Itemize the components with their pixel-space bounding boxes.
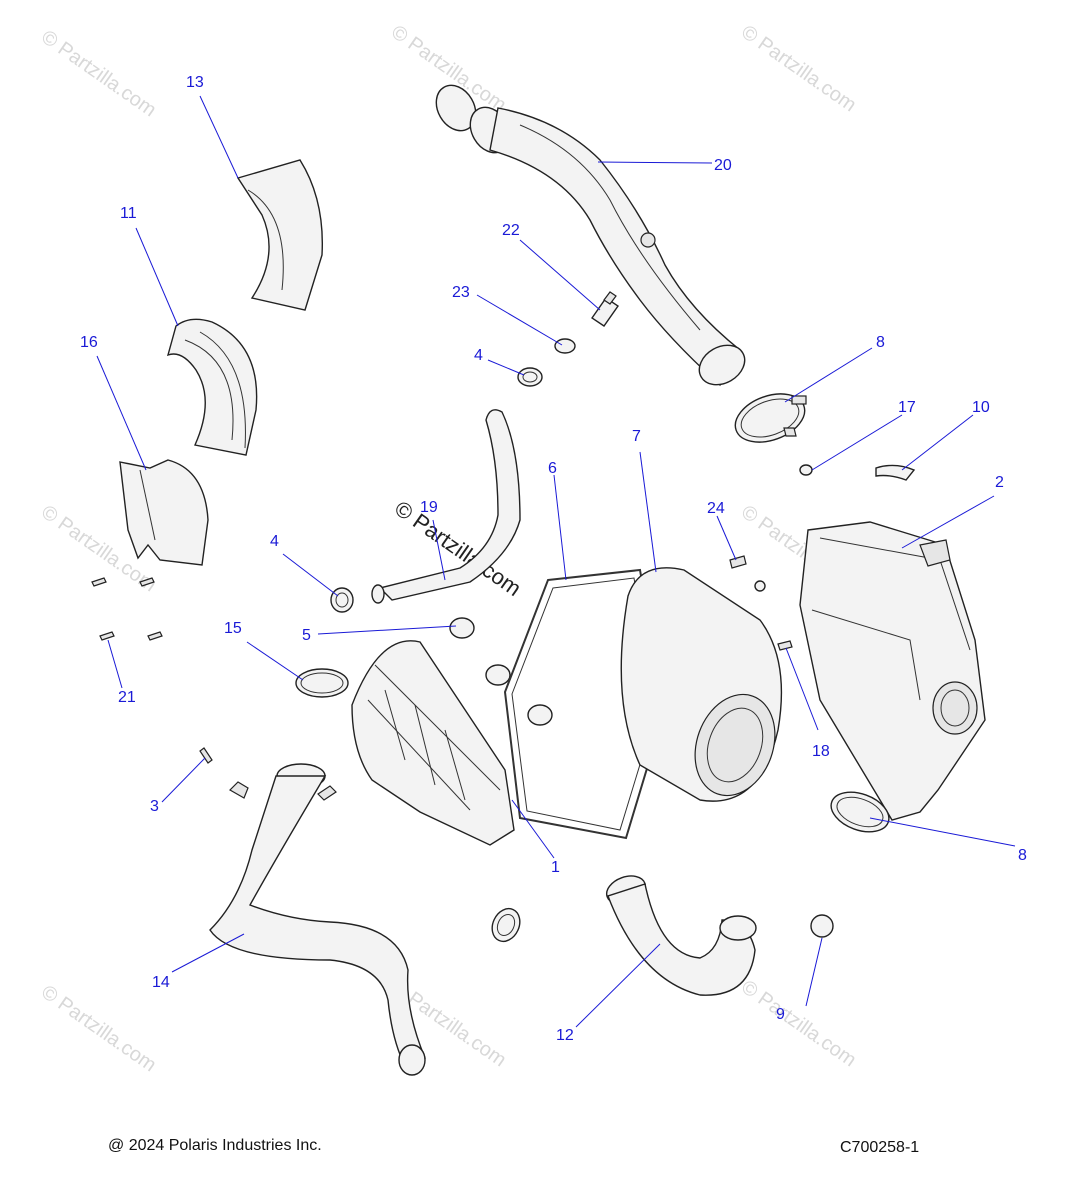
callout-3[interactable]: 3	[150, 798, 159, 815]
callout-9[interactable]: 9	[776, 1006, 785, 1023]
part-1-cover[interactable]	[351, 640, 515, 846]
part-12-elbow[interactable]	[603, 871, 757, 996]
part-10-label[interactable]	[875, 464, 916, 481]
callout-2[interactable]: 2	[995, 474, 1004, 491]
callout-1[interactable]: 1	[551, 859, 560, 876]
part-11-elbow-duct[interactable]	[166, 318, 258, 456]
part-17-washer[interactable]	[783, 427, 813, 476]
callout-19[interactable]: 19	[420, 499, 438, 516]
part-2-airbox[interactable]	[799, 521, 986, 821]
callout-20[interactable]: 20	[714, 157, 732, 174]
part-22-fitting[interactable]	[591, 291, 619, 327]
watermark: © Partzilla.com	[37, 26, 160, 121]
part-18-screw[interactable]	[777, 640, 793, 651]
part-3-screw[interactable]	[199, 747, 213, 764]
callout-10[interactable]: 10	[972, 399, 990, 416]
part-5-clips[interactable]	[449, 617, 553, 726]
copyright-text: @ 2024 Polaris Industries Inc.	[108, 1137, 322, 1154]
callout-18[interactable]: 18	[812, 743, 830, 760]
callout-8-right[interactable]: 8	[1018, 847, 1027, 864]
part-15-band[interactable]	[295, 668, 349, 698]
callout-21[interactable]: 21	[118, 689, 136, 706]
part-8-clamp-top[interactable]	[729, 385, 812, 451]
callout-6[interactable]: 6	[548, 460, 557, 477]
callout-16[interactable]: 16	[80, 334, 98, 351]
callout-12[interactable]: 12	[556, 1027, 574, 1044]
part-4-clamp[interactable]	[517, 367, 543, 387]
callout-4-left[interactable]: 4	[270, 533, 279, 550]
callout-24[interactable]: 24	[707, 500, 725, 517]
callout-4-top[interactable]: 4	[474, 347, 483, 364]
part-14-tube[interactable]	[209, 763, 426, 1076]
callout-numbers: 13 11 16 20 22 23 4 8 17 10 7 6 19 24 2 …	[80, 74, 1027, 1044]
callout-14[interactable]: 14	[152, 974, 170, 991]
part-13-shield[interactable]	[236, 159, 324, 311]
part-19-hose[interactable]	[371, 409, 521, 604]
callout-13[interactable]: 13	[186, 74, 204, 91]
callout-23[interactable]: 23	[452, 284, 470, 301]
part-9-plug[interactable]	[810, 914, 834, 938]
part-24-screw[interactable]	[729, 555, 766, 592]
callout-17[interactable]: 17	[898, 399, 916, 416]
part-8-clamp-right[interactable]	[826, 785, 895, 839]
callout-22[interactable]: 22	[502, 222, 520, 239]
part-6-gasket[interactable]	[503, 568, 666, 840]
watermark: © Partzilla.com	[737, 21, 860, 116]
part-16-bracket[interactable]	[119, 459, 209, 566]
part-21-screws[interactable]	[91, 577, 163, 641]
part-4-clamp-left[interactable]	[330, 587, 354, 613]
callout-8-top[interactable]: 8	[876, 334, 885, 351]
callout-11[interactable]: 11	[120, 205, 137, 222]
callout-5[interactable]: 5	[302, 627, 311, 644]
clamp-lower[interactable]	[487, 904, 525, 946]
watermark: © Partzilla.com	[737, 976, 860, 1071]
diagram-code: C700258-1	[840, 1139, 920, 1156]
watermark: © Partzilla.com	[37, 981, 160, 1076]
part-7-filter[interactable]	[620, 567, 788, 807]
callout-7[interactable]: 7	[632, 428, 641, 445]
part-20-intake-tube[interactable]	[428, 78, 751, 392]
part-23-clamp[interactable]	[554, 338, 576, 354]
callout-15[interactable]: 15	[224, 620, 242, 637]
leader-lines	[96, 95, 1016, 1028]
